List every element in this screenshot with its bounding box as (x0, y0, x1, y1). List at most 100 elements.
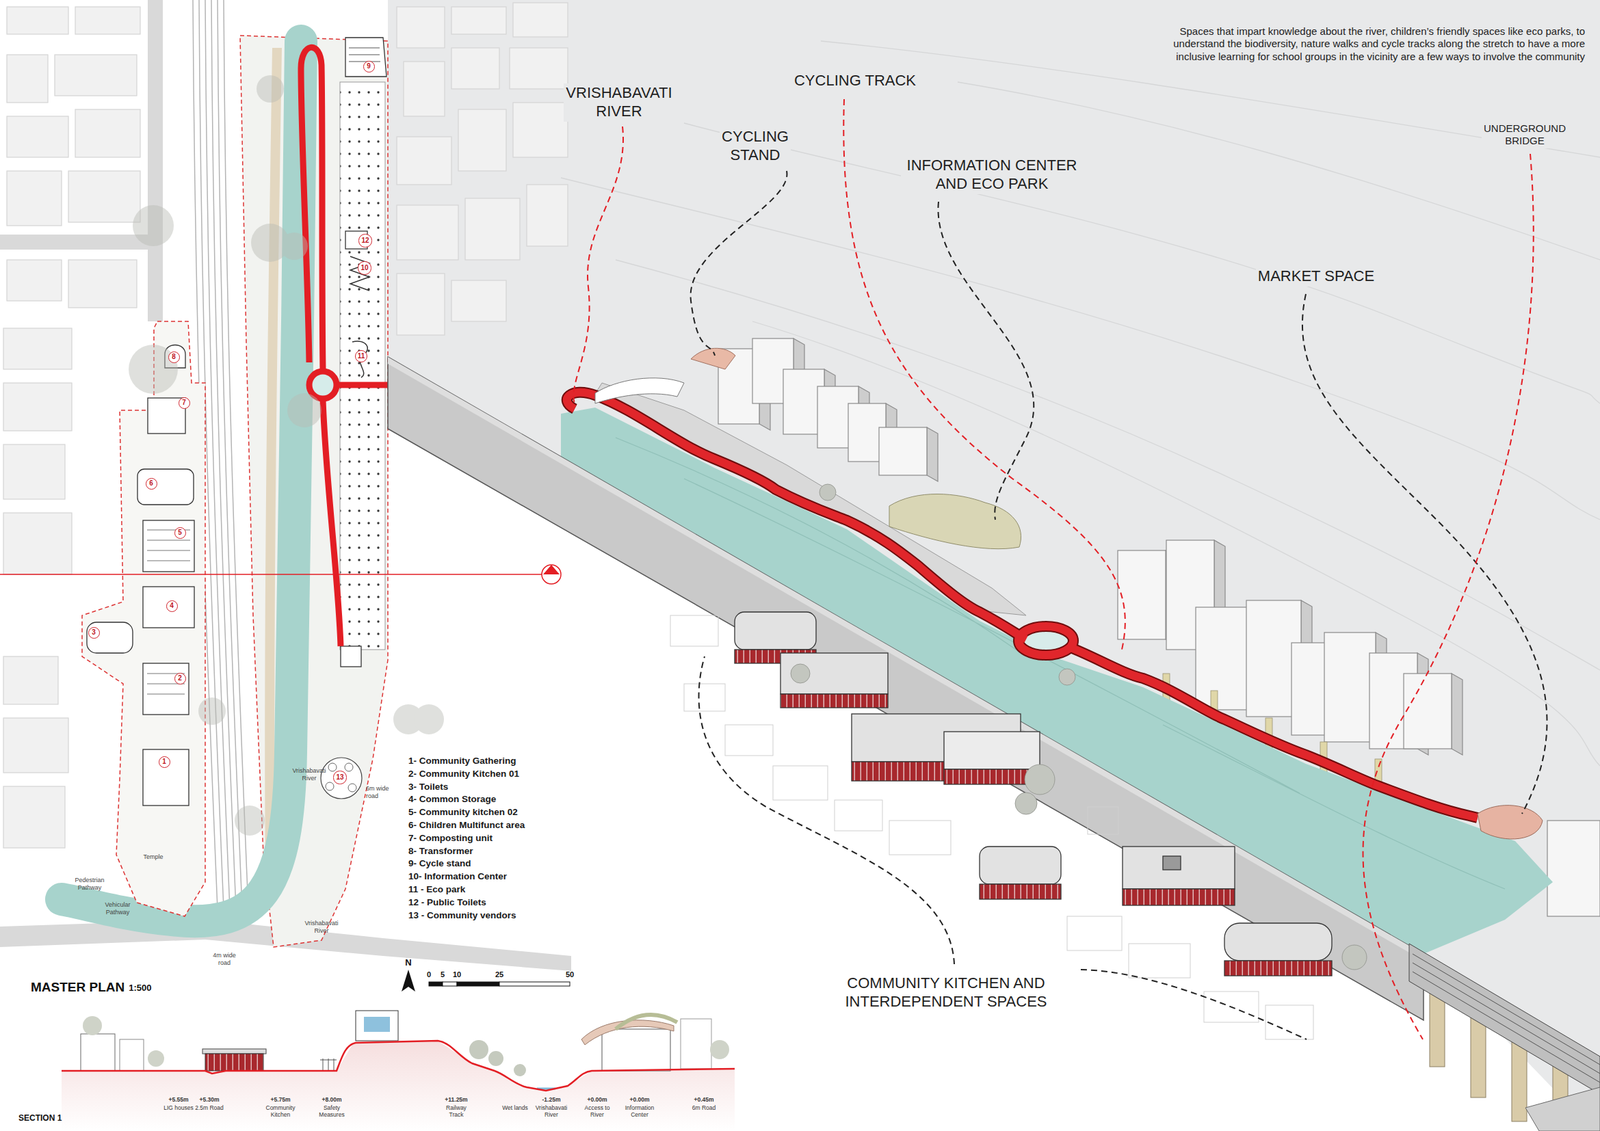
city-blocks (54, 54, 137, 96)
plan-label: 6m wide road (365, 785, 394, 801)
leader-lines (1363, 153, 1534, 1040)
key-item: 8- Transformer (408, 846, 474, 858)
trees (1015, 792, 1038, 815)
callout-label: CYCLING STAND (719, 127, 791, 166)
section-drawing (513, 1064, 527, 1077)
elevation-label: +5.30m (199, 1096, 219, 1104)
leader-lines (937, 201, 1034, 520)
city-blocks (6, 6, 69, 35)
callout-circle: 1 (158, 756, 171, 769)
callout-circle: 8 (168, 351, 180, 364)
key-item: 3- Toilets (408, 781, 449, 793)
plan-label: 4m wide road (210, 952, 239, 968)
section-drawing (205, 1054, 264, 1072)
callout-label: UNDERGROUND BRIDGE (1481, 121, 1568, 149)
plan-trees (198, 697, 226, 726)
roof-forms (1477, 805, 1543, 840)
cycling-track (1018, 626, 1074, 656)
house-outlines (725, 725, 773, 756)
callout-number: 1 (162, 758, 167, 766)
callout-circle: 7 (178, 397, 191, 410)
section-label: Community Kitchen (262, 1104, 299, 1120)
railway-bridge (1412, 954, 1600, 1083)
site-strip (340, 646, 362, 667)
community-kitchens (1224, 961, 1332, 977)
section-label: 6m Road (686, 1104, 722, 1112)
callout-label: VRISHABAVATI RIVER (563, 83, 674, 122)
plan-trees (132, 205, 174, 247)
site-strip (61, 41, 301, 922)
callout-circle: 4 (166, 600, 178, 613)
section-drawing (680, 1019, 712, 1070)
elevation-label: +5.55m (168, 1096, 189, 1104)
city-blocks (75, 6, 141, 35)
roads (147, 0, 163, 322)
section-label: 2.5m Road (194, 1104, 225, 1112)
key-item: 10- Information Center (408, 871, 507, 883)
callout-circle: 2 (174, 673, 187, 685)
scale-bar (442, 982, 457, 987)
city-blocks (465, 198, 520, 260)
city-blocks (396, 6, 445, 48)
key-item: 6- Children Multifunct area (408, 820, 525, 832)
callout-circle: 3 (88, 627, 100, 639)
callout-circle: 10 (357, 261, 371, 275)
trees (790, 484, 1367, 970)
community-cluster (142, 663, 189, 715)
community-kitchens (943, 731, 1040, 770)
section-drawing (469, 1040, 489, 1060)
community-kitchens (1122, 889, 1235, 906)
house-outlines (1087, 807, 1119, 835)
community-kitchens (979, 846, 1061, 885)
city-blocks (6, 171, 62, 226)
plan-label: Vehicular Pathway (100, 901, 135, 917)
north-arrow (401, 969, 416, 992)
community-cluster (137, 469, 194, 505)
callout-number: 13 (335, 774, 344, 782)
site-strip (320, 757, 362, 799)
key-item: 5- Community kitchen 02 (408, 807, 518, 819)
river (560, 407, 1553, 955)
house-outlines (670, 615, 719, 647)
leader-lines (699, 656, 955, 965)
section-label: Safety Measures (313, 1104, 350, 1120)
scale-number: 25 (495, 970, 504, 980)
section-label: Vrishabavati River (533, 1104, 570, 1120)
key-item: 11 - Eco park (408, 884, 466, 896)
plan-trees (280, 232, 308, 260)
plan-cycling-track (322, 400, 341, 647)
section-label: Information Center (621, 1104, 658, 1120)
community-cluster (142, 749, 189, 806)
plan-title: MASTER PLAN (30, 979, 125, 996)
scale-bar (499, 982, 570, 987)
plan-cycling-track (336, 382, 388, 389)
section-cut-line (541, 565, 561, 585)
community-kitchens (979, 884, 1061, 900)
apartment-blocks (926, 427, 938, 482)
key-item: 9- Cycle stand (408, 858, 472, 870)
apartment-blocks (1195, 607, 1251, 711)
city-blocks (3, 383, 72, 431)
embankment-wall (387, 357, 1424, 1021)
embankment-wall (387, 357, 1424, 1021)
site-strip (339, 82, 386, 650)
leader-lines (843, 99, 1126, 650)
city-blocks (3, 328, 72, 370)
callout-number: 8 (171, 353, 176, 361)
city-blocks (513, 102, 568, 158)
leader-lines (1302, 294, 1548, 815)
section-drawing (61, 1011, 735, 1131)
section-drawing (119, 1039, 144, 1072)
trees (1024, 764, 1055, 795)
key-item: 2- Community Kitchen 01 (408, 768, 520, 780)
north-label: N (404, 957, 412, 969)
section-drawing (80, 1034, 115, 1072)
section-drawing (710, 1040, 730, 1060)
section-label: Wet lands (497, 1104, 533, 1112)
apartment-blocks (1547, 820, 1600, 917)
house-outlines (684, 684, 726, 712)
callout-circle: 5 (174, 527, 187, 540)
contour-lines (684, 123, 1600, 404)
